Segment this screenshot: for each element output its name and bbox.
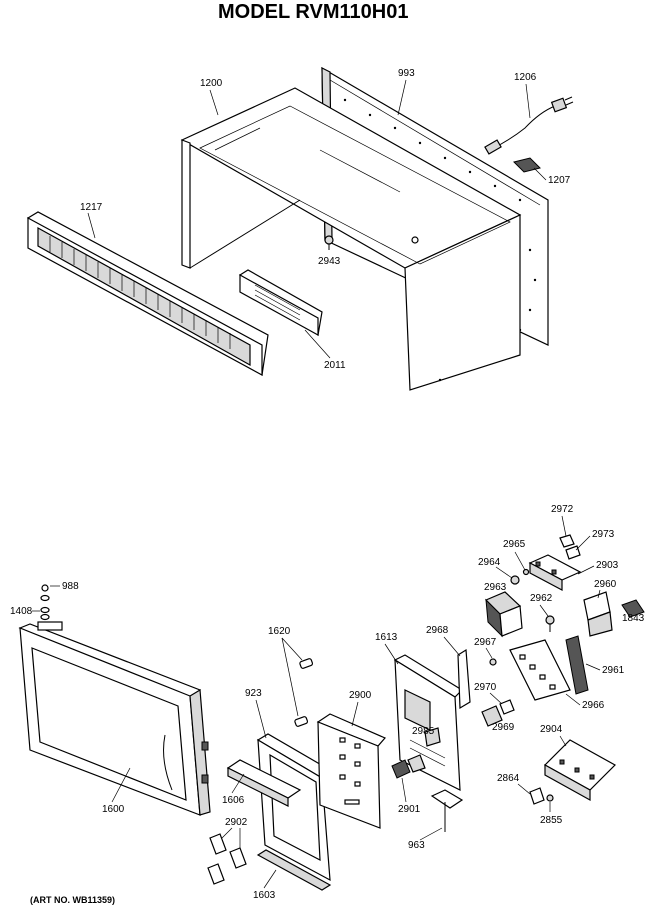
- part-2967-screw: [489, 658, 497, 666]
- part-2855-screw: [546, 794, 554, 802]
- part-2960-bracket: [583, 591, 613, 637]
- label-1200: 1200: [200, 78, 223, 89]
- part-1408-spring: [37, 606, 63, 631]
- label-2864: 2864: [497, 773, 520, 784]
- label-2962: 2962: [530, 593, 553, 604]
- part-2963-transformer: [484, 591, 523, 638]
- part-2966-circuit-board: [509, 639, 571, 701]
- label-2961: 2961: [602, 665, 625, 676]
- bottom-assembly-labels: 2972 2973 2965 2964 2903 988 2963 2960 1…: [10, 504, 645, 901]
- art-number: (ART NO. WB11359): [30, 895, 115, 905]
- label-1206: 1206: [514, 72, 537, 83]
- label-2968: 2968: [426, 625, 449, 636]
- label-2967: 2967: [474, 637, 497, 648]
- part-2943-screw: [324, 235, 334, 250]
- label-2901: 2901: [398, 804, 421, 815]
- part-1843-latch: [621, 599, 645, 618]
- part-2985-switch: [424, 727, 441, 747]
- model-title: MODEL RVM110H01: [218, 1, 408, 23]
- part-2904-board: [544, 739, 616, 802]
- part-2970-spacer: [499, 699, 515, 715]
- label-2960: 2960: [594, 579, 617, 590]
- label-923: 923: [245, 688, 262, 699]
- part-2964-screw: [510, 575, 520, 585]
- label-2973: 2973: [592, 529, 615, 540]
- label-2904: 2904: [540, 724, 563, 735]
- part-2864-cap: [529, 787, 545, 805]
- label-963: 963: [408, 840, 425, 851]
- label-2966: 2966: [582, 700, 605, 711]
- part-2903-board: [528, 554, 582, 591]
- part-1217-grille: [26, 211, 269, 377]
- label-2011: 2011: [324, 360, 346, 371]
- label-1620: 1620: [268, 626, 291, 637]
- label-2985: 2985: [412, 726, 435, 737]
- part-1613-control-panel: [393, 654, 463, 791]
- part-2969-pad: [481, 705, 503, 727]
- label-2970: 2970: [474, 682, 497, 693]
- label-1603: 1603: [253, 890, 276, 901]
- label-2902: 2902: [225, 817, 248, 828]
- part-2962-screw: [545, 615, 555, 632]
- part-2900-choke-plate: [316, 713, 386, 829]
- part-1600-door: [18, 623, 211, 816]
- part-2968-bracket: [457, 648, 471, 710]
- label-1408: 1408: [10, 606, 33, 617]
- part-988-pin: [40, 584, 50, 602]
- part-2972-cap: [559, 534, 575, 548]
- part-1207-clamp: [513, 157, 541, 173]
- label-1843: 1843: [622, 613, 645, 624]
- label-1600: 1600: [102, 804, 125, 815]
- part-2965-screw: [522, 568, 530, 576]
- part-1200-cabinet: [180, 87, 522, 391]
- label-2969: 2969: [492, 722, 515, 733]
- part-1606-bracket: [226, 759, 302, 807]
- label-2900: 2900: [349, 690, 372, 701]
- label-2972: 2972: [551, 504, 574, 515]
- part-963-bracket: [430, 789, 464, 832]
- label-2965: 2965: [503, 539, 526, 550]
- label-2943: 2943: [318, 256, 341, 267]
- label-2903: 2903: [596, 560, 619, 571]
- part-2901-switch: [391, 754, 426, 779]
- part-1620-clips: [294, 658, 314, 727]
- label-1613: 1613: [375, 632, 398, 643]
- part-1206-power-cord: [484, 96, 574, 155]
- top-assembly-labels: 1200 993 1206 1207 1217 2943 2011: [80, 68, 571, 371]
- part-2011-vent-panel: [238, 269, 323, 337]
- label-2964: 2964: [478, 557, 501, 568]
- part-1603-bar: [256, 849, 332, 891]
- label-988: 988: [62, 581, 79, 592]
- part-2961-relay: [565, 635, 589, 695]
- label-1217: 1217: [80, 202, 103, 213]
- label-2963: 2963: [484, 582, 507, 593]
- label-1207: 1207: [548, 175, 571, 186]
- part-2902-clips: [207, 833, 247, 885]
- label-1606: 1606: [222, 795, 245, 806]
- label-993: 993: [398, 68, 415, 79]
- label-2855: 2855: [540, 815, 563, 826]
